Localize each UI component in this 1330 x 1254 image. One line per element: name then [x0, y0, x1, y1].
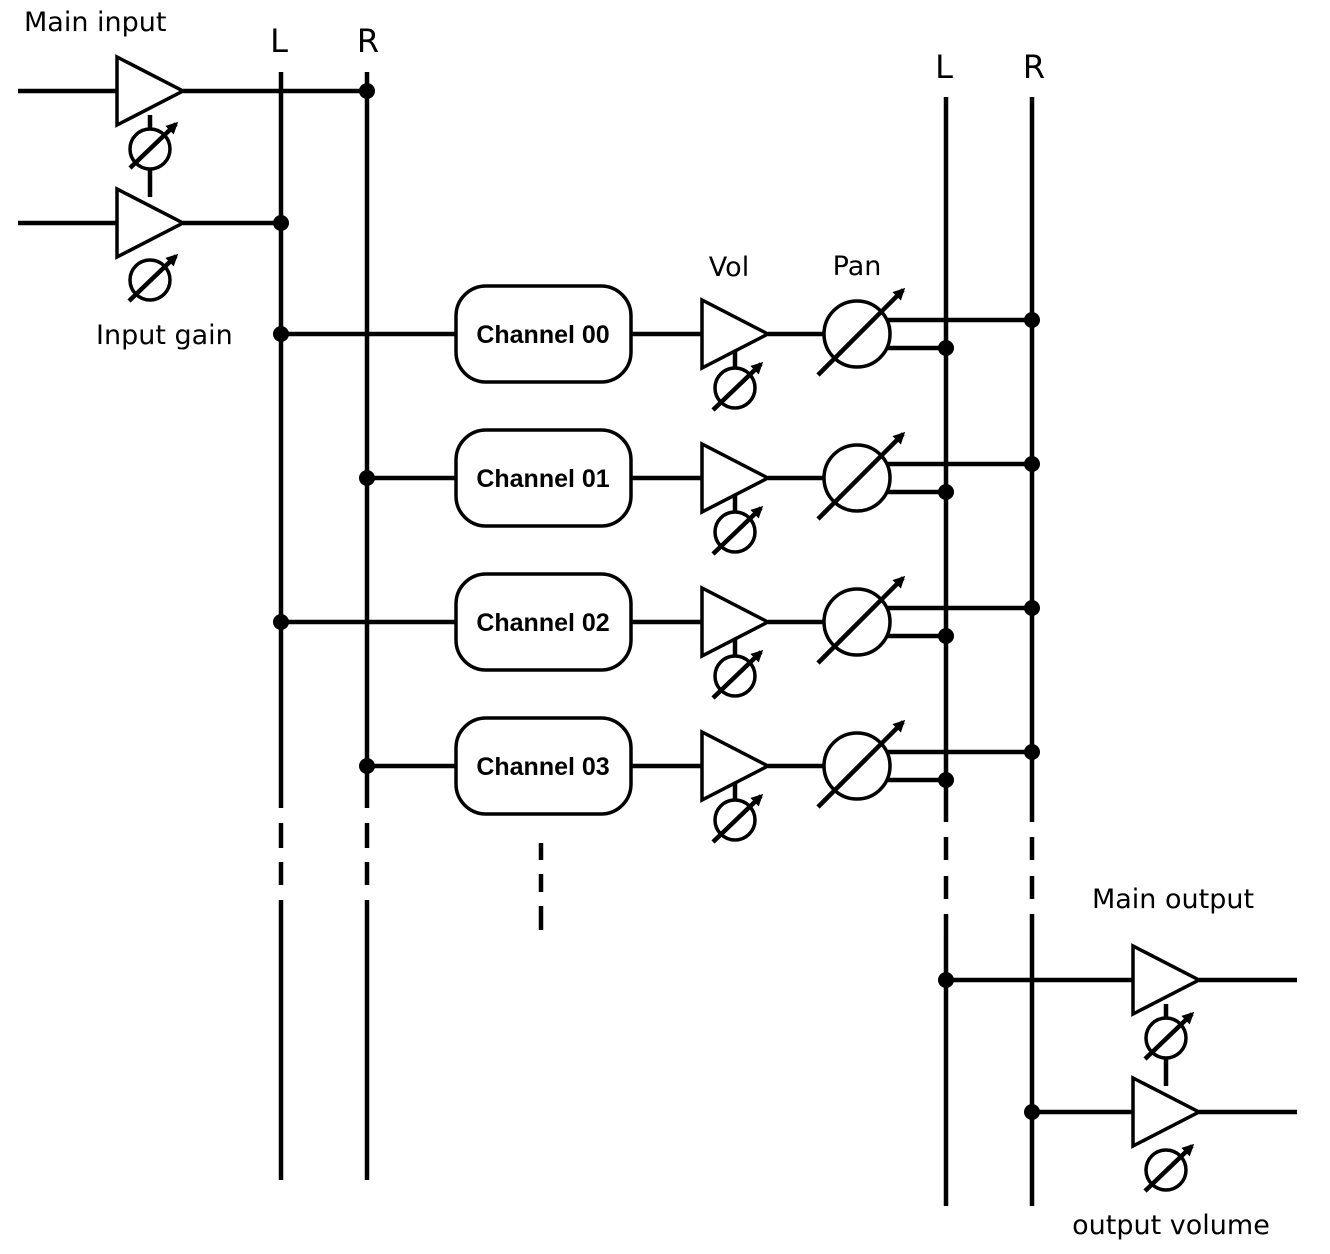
input-amplifier-right [115, 54, 187, 128]
output-amplifier-right [1131, 1075, 1203, 1149]
input-bus-right-label: R [357, 22, 379, 60]
junction-dot [1024, 1104, 1040, 1120]
output-bus-right-label: R [1023, 48, 1045, 86]
channel-strip: Channel 02 [273, 572, 1040, 700]
junction-dot [273, 614, 289, 630]
output-volume-label: output volume [1072, 1210, 1270, 1241]
channel-strips: Channel 00 Channel 01 Channel 02 Channel 03 [273, 284, 1040, 844]
junction-dot [1024, 312, 1040, 328]
channel-strip: Channel 03 [359, 716, 1040, 844]
main-input-stage [18, 54, 375, 303]
junction-dot [359, 470, 375, 486]
junction-dot [938, 972, 954, 988]
input-gain-label: Input gain [96, 320, 233, 351]
input-gain-knob-arrow [127, 253, 179, 303]
junction-dot [359, 83, 375, 99]
junction-dot [359, 758, 375, 774]
pan-knob-arrow [816, 575, 906, 665]
output-bus-left-label: L [935, 48, 953, 86]
channel-label: Channel 01 [476, 465, 609, 493]
output-amplifier-left [1131, 943, 1203, 1017]
main-input-label: Main input [24, 7, 167, 38]
channel-label: Channel 03 [476, 753, 609, 781]
channel-strip: Channel 00 [273, 284, 1040, 412]
input-bus-left-label: L [270, 22, 288, 60]
junction-dot [938, 772, 954, 788]
vol-knob-arrow [711, 649, 764, 700]
channel-strip: Channel 01 [359, 428, 1040, 556]
vol-knob-arrow [711, 361, 764, 412]
junction-dot [1024, 600, 1040, 616]
junction-dot [938, 484, 954, 500]
pan-label: Pan [833, 251, 882, 282]
vol-knob-arrow [711, 505, 764, 556]
input-amplifier-left [115, 186, 187, 260]
pan-knob-arrow [816, 431, 906, 521]
output-volume-knob-arrow [1143, 1143, 1195, 1193]
channel-label: Channel 00 [476, 321, 609, 349]
junction-dot [1024, 456, 1040, 472]
junction-dot [273, 326, 289, 342]
main-output-stage [938, 943, 1297, 1193]
pan-knob-arrow [816, 719, 906, 809]
junction-dot [938, 628, 954, 644]
vol-knob-arrow [711, 793, 764, 844]
input-gain-knob-arrow [128, 121, 179, 170]
output-volume-knob-arrow [1143, 1011, 1195, 1061]
junction-dot [938, 340, 954, 356]
vol-label: Vol [709, 252, 749, 283]
channel-label: Channel 02 [476, 609, 609, 637]
pan-knob-arrow [816, 287, 906, 377]
junction-dot [273, 215, 289, 231]
junction-dot [1024, 744, 1040, 760]
main-output-label: Main output [1092, 884, 1254, 915]
